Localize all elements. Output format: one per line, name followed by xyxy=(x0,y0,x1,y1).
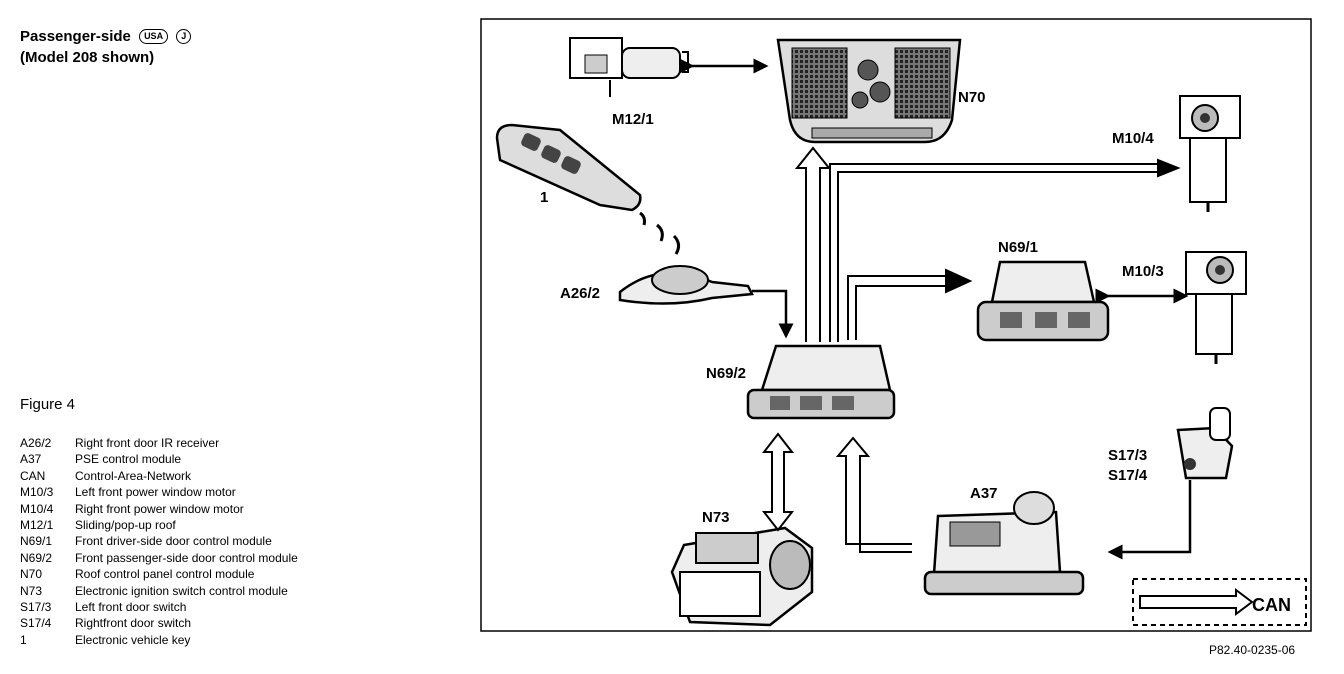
page-title: Passenger-side USA J (Model 208 shown) xyxy=(20,26,192,68)
legend-desc: Left front door switch xyxy=(75,600,187,615)
m10-3-window-motor xyxy=(1185,251,1247,364)
legend-row: CAN Control-Area-Network xyxy=(20,468,298,484)
s17-to-a37-line xyxy=(1107,480,1192,560)
legend-row: A37 PSE control module xyxy=(20,451,298,467)
legend-row: S17/3 Left front door switch xyxy=(20,599,298,615)
legend-desc: Electronic ignition switch control modul… xyxy=(75,583,288,598)
legend-row: N69/1 Front driver-side door control modu… xyxy=(20,533,298,549)
label-n73: N73 xyxy=(702,509,730,526)
j-badge: J xyxy=(176,29,192,44)
label-n70: N70 xyxy=(958,89,986,106)
title-line2: (Model 208 shown) xyxy=(20,49,155,66)
legend-row: A26/2 Right front door IR receiver xyxy=(20,435,298,451)
label-m10-4: M10/4 xyxy=(1112,130,1154,147)
n70-roof-console xyxy=(776,38,962,144)
a37-pse-module xyxy=(923,491,1085,596)
legend-desc: Left front power window motor xyxy=(75,485,236,500)
legend-code: N73 xyxy=(20,583,43,598)
label-a26-2: A26/2 xyxy=(560,285,600,302)
legend-desc: Rightfront door switch xyxy=(75,616,192,631)
a26-2-ir-receiver xyxy=(618,265,754,305)
diagram-frame xyxy=(480,18,1312,632)
legend-code: N70 xyxy=(20,567,43,582)
label-m10-3: M10/3 xyxy=(1122,263,1164,280)
title-line1: Passenger-side xyxy=(20,28,131,45)
m12-1-sunroof-motor xyxy=(569,37,689,97)
legend-row: M10/4 Right front power window motor xyxy=(20,501,298,517)
legend-code: M10/3 xyxy=(20,485,54,500)
legend-desc: Roof control panel control module xyxy=(75,567,255,582)
legend-code: N69/1 xyxy=(20,534,53,549)
n73-ignition-module xyxy=(670,526,814,627)
legend-row: M12/1 Sliding/pop-up roof xyxy=(20,517,298,533)
legend-row: 1 Electronic vehicle key xyxy=(20,632,298,648)
legend-code: CAN xyxy=(20,468,46,483)
legend: A26/2 Right front door IR receiver A37 PSE… xyxy=(20,435,298,648)
legend-desc: Front driver-side door control module xyxy=(75,534,272,549)
legend-desc: Control-Area-Network xyxy=(75,468,192,483)
legend-row: N70 Roof control panel control module xyxy=(20,566,298,582)
can-bus-lines xyxy=(794,146,1181,553)
legend-row: N73 Electronic ignition switch control mo… xyxy=(20,583,298,599)
legend-row: S17/4 Rightfront door switch xyxy=(20,615,298,631)
legend-desc: Right front power window motor xyxy=(75,501,244,516)
label-m12-1: M12/1 xyxy=(612,111,654,128)
label-key: 1 xyxy=(540,189,548,206)
legend-code: N69/2 xyxy=(20,550,53,565)
ir-signal-waves xyxy=(639,211,681,255)
label-n69-2: N69/2 xyxy=(706,365,746,382)
legend-code: S17/3 xyxy=(20,600,52,615)
label-s17-4: S17/4 xyxy=(1108,467,1148,484)
m10-4-window-motor xyxy=(1179,95,1241,212)
a26-2-to-n69-2-line xyxy=(752,289,794,339)
can-legend-box xyxy=(1132,578,1307,626)
legend-code: A26/2 xyxy=(20,436,52,450)
legend-desc: Sliding/pop-up roof xyxy=(75,518,176,533)
label-can: CAN xyxy=(1252,595,1291,615)
legend-row: N69/2 Front passenger-side door control m… xyxy=(20,550,298,566)
legend-desc: Electronic vehicle key xyxy=(75,632,191,647)
n69-2-n73-arrow xyxy=(761,432,795,532)
reference-number: P82.40-0235-06 xyxy=(1209,643,1296,657)
legend-code: M10/4 xyxy=(20,501,54,516)
legend-code: 1 xyxy=(20,632,27,647)
label-n69-1: N69/1 xyxy=(998,239,1038,256)
legend-row: M10/3 Left front power window motor xyxy=(20,484,298,500)
legend-code: M12/1 xyxy=(20,518,54,533)
legend-code: A37 xyxy=(20,452,42,467)
legend-desc: Right front door IR receiver xyxy=(75,436,220,450)
usa-badge: USA xyxy=(139,29,169,44)
electronic-key xyxy=(495,123,642,212)
legend-code: S17/4 xyxy=(20,616,52,631)
label-s17-3: S17/3 xyxy=(1108,447,1147,464)
n69-2-door-module xyxy=(746,344,896,420)
label-a37: A37 xyxy=(970,485,998,502)
s17-door-switch xyxy=(1176,407,1234,480)
legend-desc: Front passenger-side door control module xyxy=(75,550,298,565)
legend-desc: PSE control module xyxy=(75,452,182,467)
figure-caption: Figure 4 xyxy=(20,396,76,413)
n69-1-door-module xyxy=(976,260,1110,342)
